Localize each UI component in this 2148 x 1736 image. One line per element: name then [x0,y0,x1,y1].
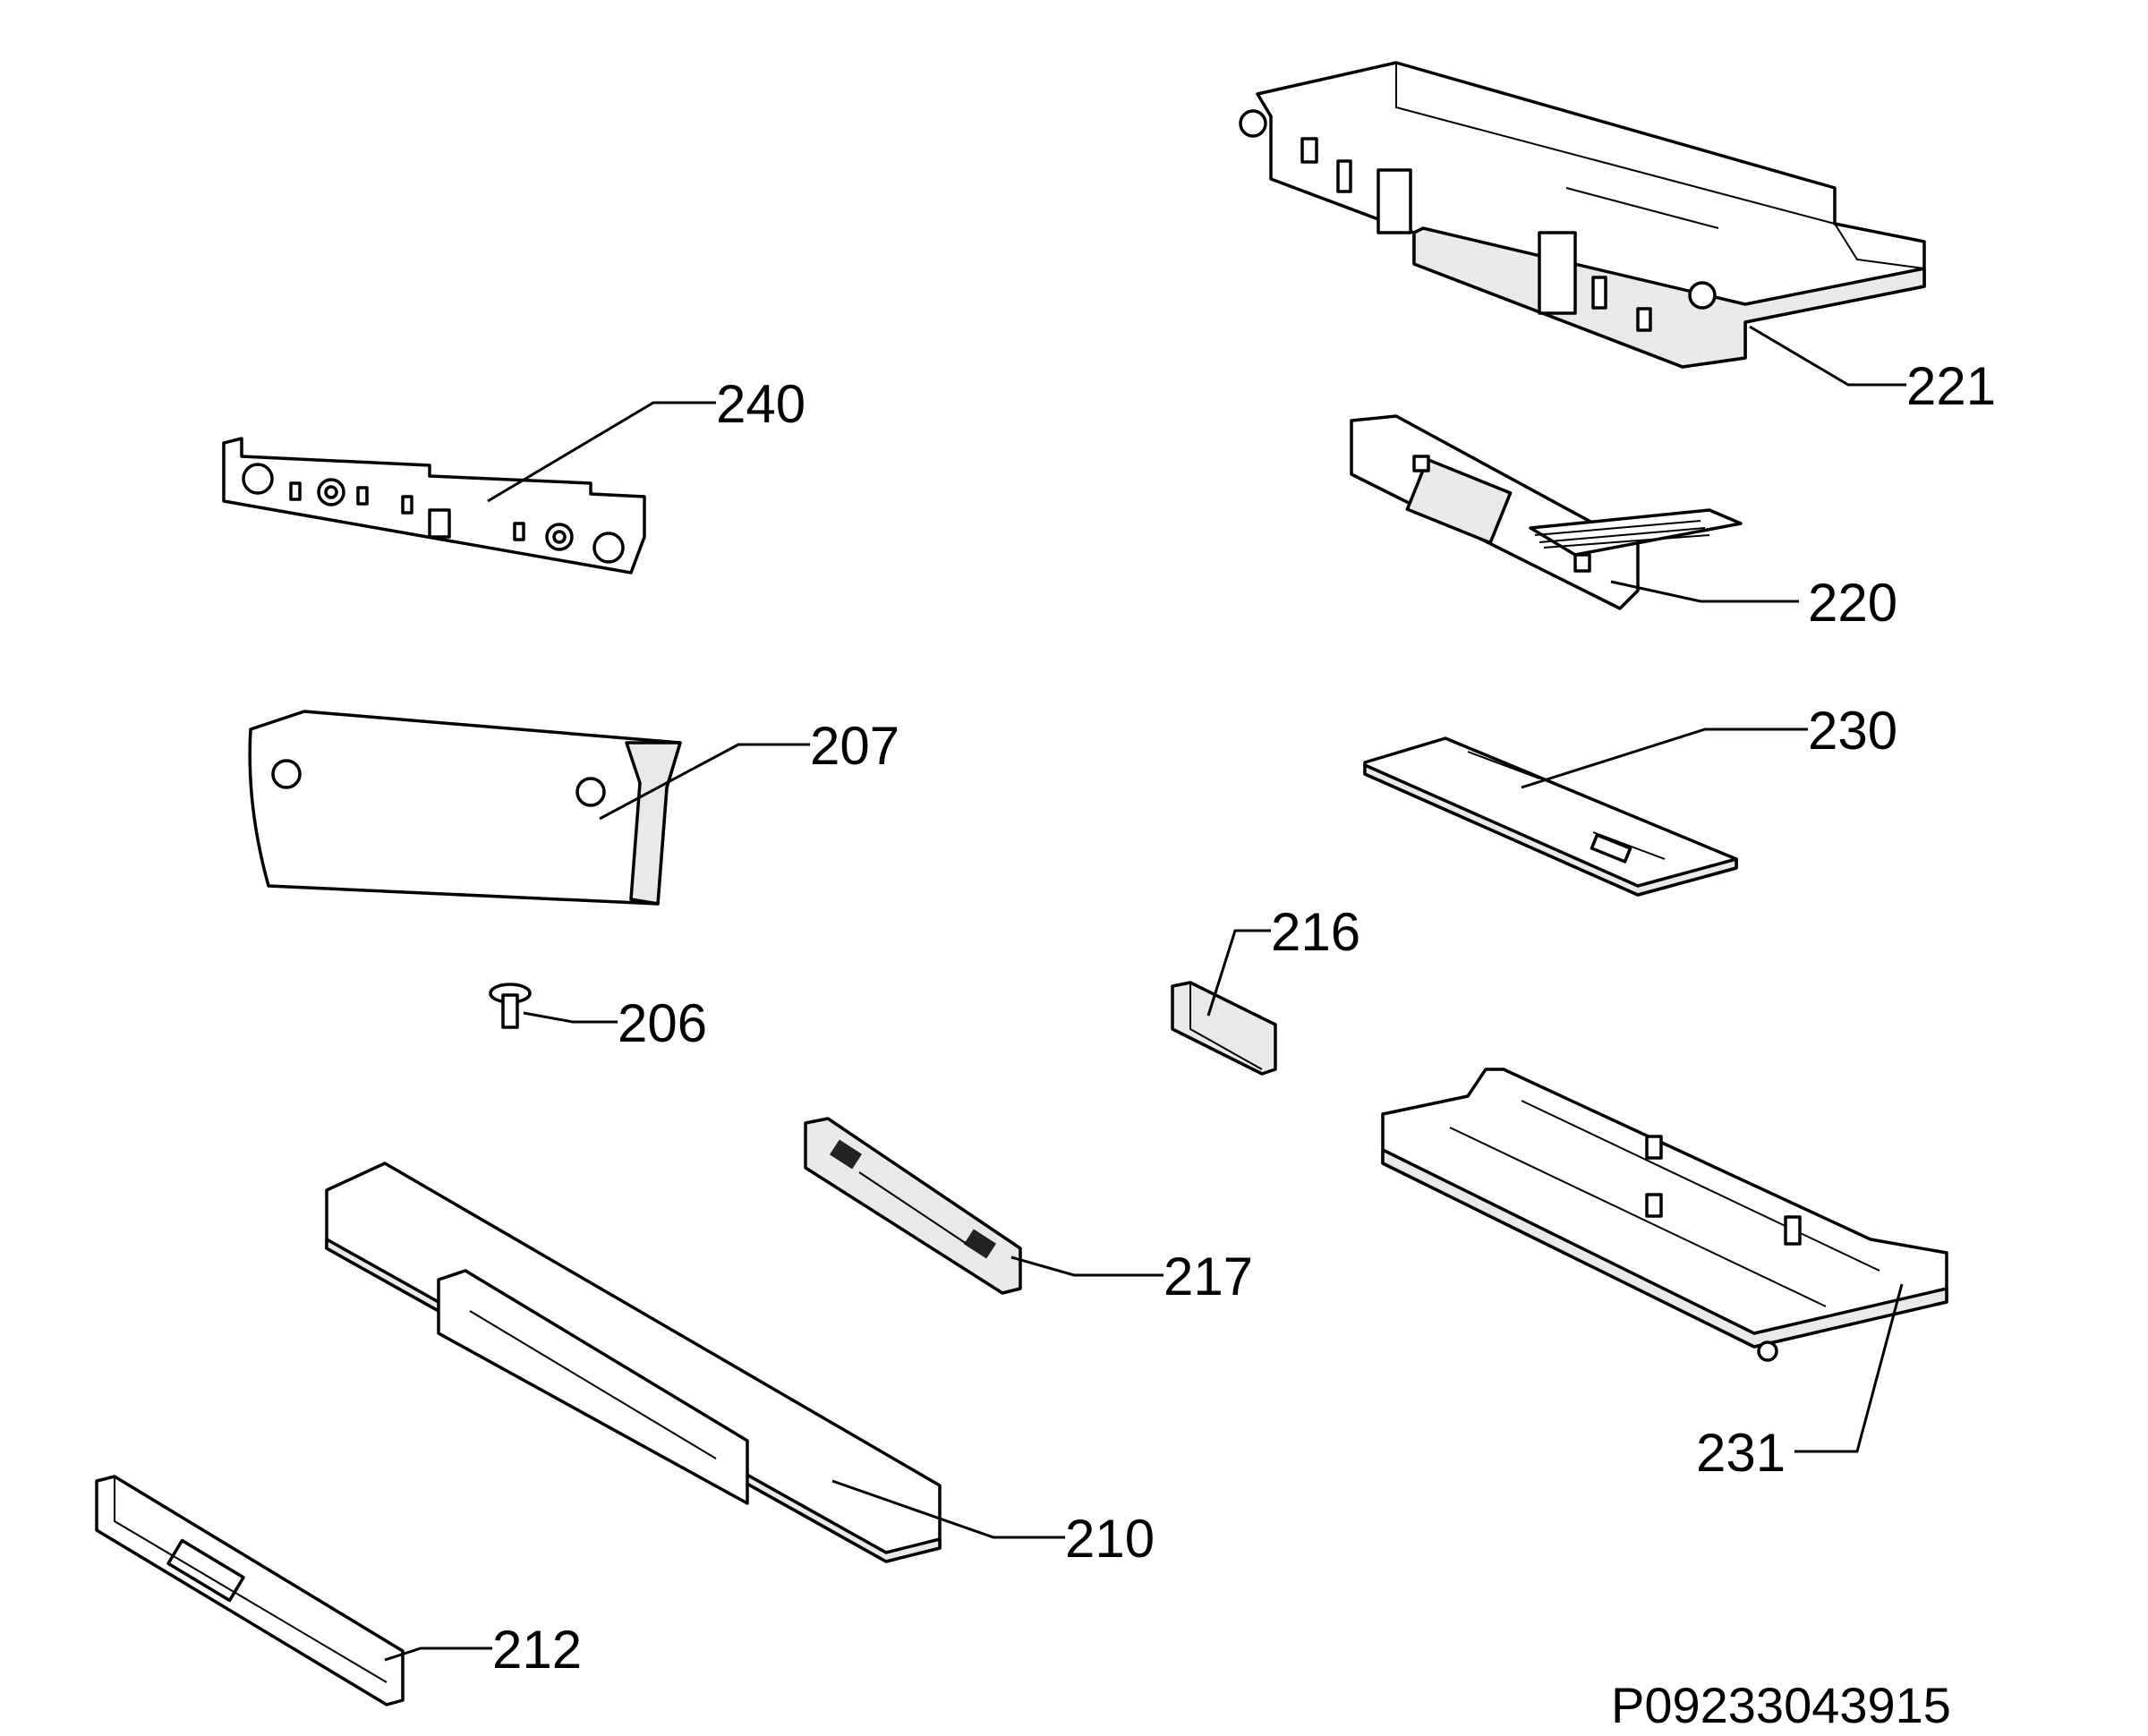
part-231-tray [1381,1068,1948,1362]
part-207-cover [248,710,682,906]
label-217: 217 [1164,1247,1253,1306]
part-240-pcb [222,437,646,574]
part-220-board [1350,414,1743,610]
callout-220: 220 [1610,573,1897,633]
label-230: 230 [1808,701,1897,761]
callout-231: 231 [1696,1283,1904,1483]
callout-210: 210 [831,1479,1155,1569]
label-212: 212 [492,1620,582,1680]
drawing-code: P09233043915 [1611,1677,1951,1733]
part-216-button [1171,981,1277,1076]
label-216: 216 [1271,902,1360,962]
callout-212: 212 [384,1620,582,1680]
part-212-window [95,1475,405,1706]
part-221-housing [1239,61,1926,369]
label-231: 231 [1696,1423,1786,1483]
callout-207: 207 [599,716,899,821]
label-240: 240 [716,374,806,434]
part-210-fascia [325,1162,942,1563]
callout-240: 240 [487,374,806,503]
part-230-flat-board [1363,736,1738,897]
label-206: 206 [618,993,707,1053]
callout-217: 217 [1010,1247,1253,1306]
callout-206: 206 [523,993,707,1053]
label-221: 221 [1906,356,1996,416]
part-206-screw [489,983,532,1029]
callout-230: 230 [1521,701,1897,789]
callout-216: 216 [1206,902,1360,1017]
part-217-frame [804,1117,1022,1295]
callout-221: 221 [1749,325,1996,416]
label-210: 210 [1065,1509,1155,1569]
label-220: 220 [1808,573,1897,633]
label-207: 207 [810,716,899,776]
